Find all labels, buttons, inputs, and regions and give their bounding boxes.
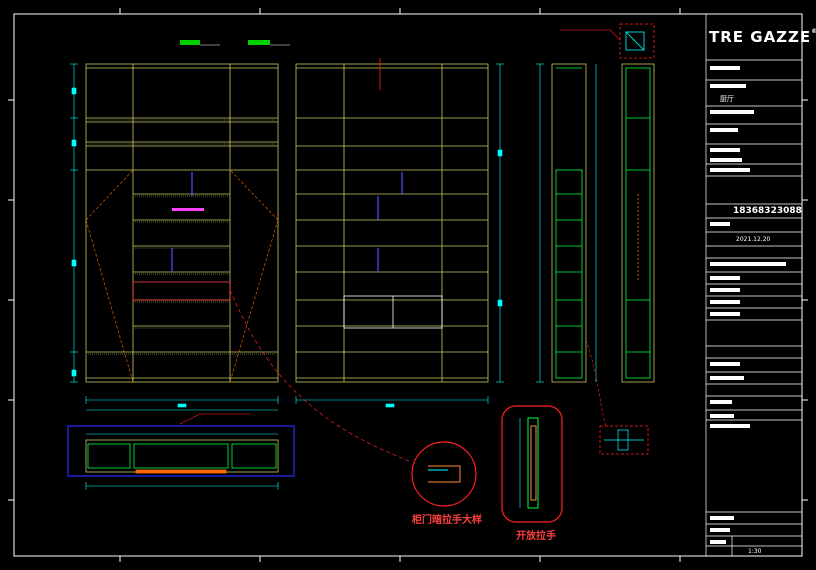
green-tag-1 [180,40,200,45]
top-detail-profile [625,31,645,51]
top-detail-leader [560,29,621,41]
callout-handle-detail: 柜门暗拉手大样 [412,515,482,526]
center-blue-markers [377,172,403,272]
center-dimensions [295,63,504,408]
detail-circle-handle-content [428,465,461,483]
side-section-1-dims [536,63,597,383]
drawing-border [13,13,803,557]
top-detail-box [619,23,655,59]
brand-logo-text: TRE GAZZE [709,28,812,46]
callout-open-handle: 开放拉手 [516,531,556,542]
left-hatch-rows [88,119,276,355]
center-elevation [295,63,489,383]
side-section-2 [621,63,655,383]
side-section-1 [551,63,587,383]
registered-mark-icon: ® [811,28,816,35]
title-block-scale: 1:30 [748,548,762,555]
detail-circle-handle [411,441,477,507]
left-dimensions [70,63,279,411]
title-block-date: 2021.12.20 [736,236,771,243]
plan-view [85,439,279,474]
plan-dims [85,433,279,490]
title-block-fields [710,66,786,544]
left-elevation [85,63,279,383]
detail-leader-1 [229,289,413,463]
plan-red-leader [179,413,250,425]
border-ticks [8,8,808,562]
detail-open-handle-frame [501,405,563,523]
brand-logo: TRE GAZZE® [709,28,816,46]
left-door-swing-lines [85,169,279,383]
detail-3-content [604,429,644,451]
green-tag-2 [248,40,270,45]
left-red-box [132,281,231,301]
detail-leader-3 [585,339,607,427]
detail-open-handle-content [519,417,539,509]
title-block-room: 厨厅 [720,95,734,103]
title-block-grid [705,14,802,556]
left-blue-markers [171,172,193,272]
title-block-phone: 18368323088 [733,206,802,216]
left-magenta-bar [172,208,204,211]
plan-blue-band [67,425,295,477]
detail-3-box [599,425,649,455]
